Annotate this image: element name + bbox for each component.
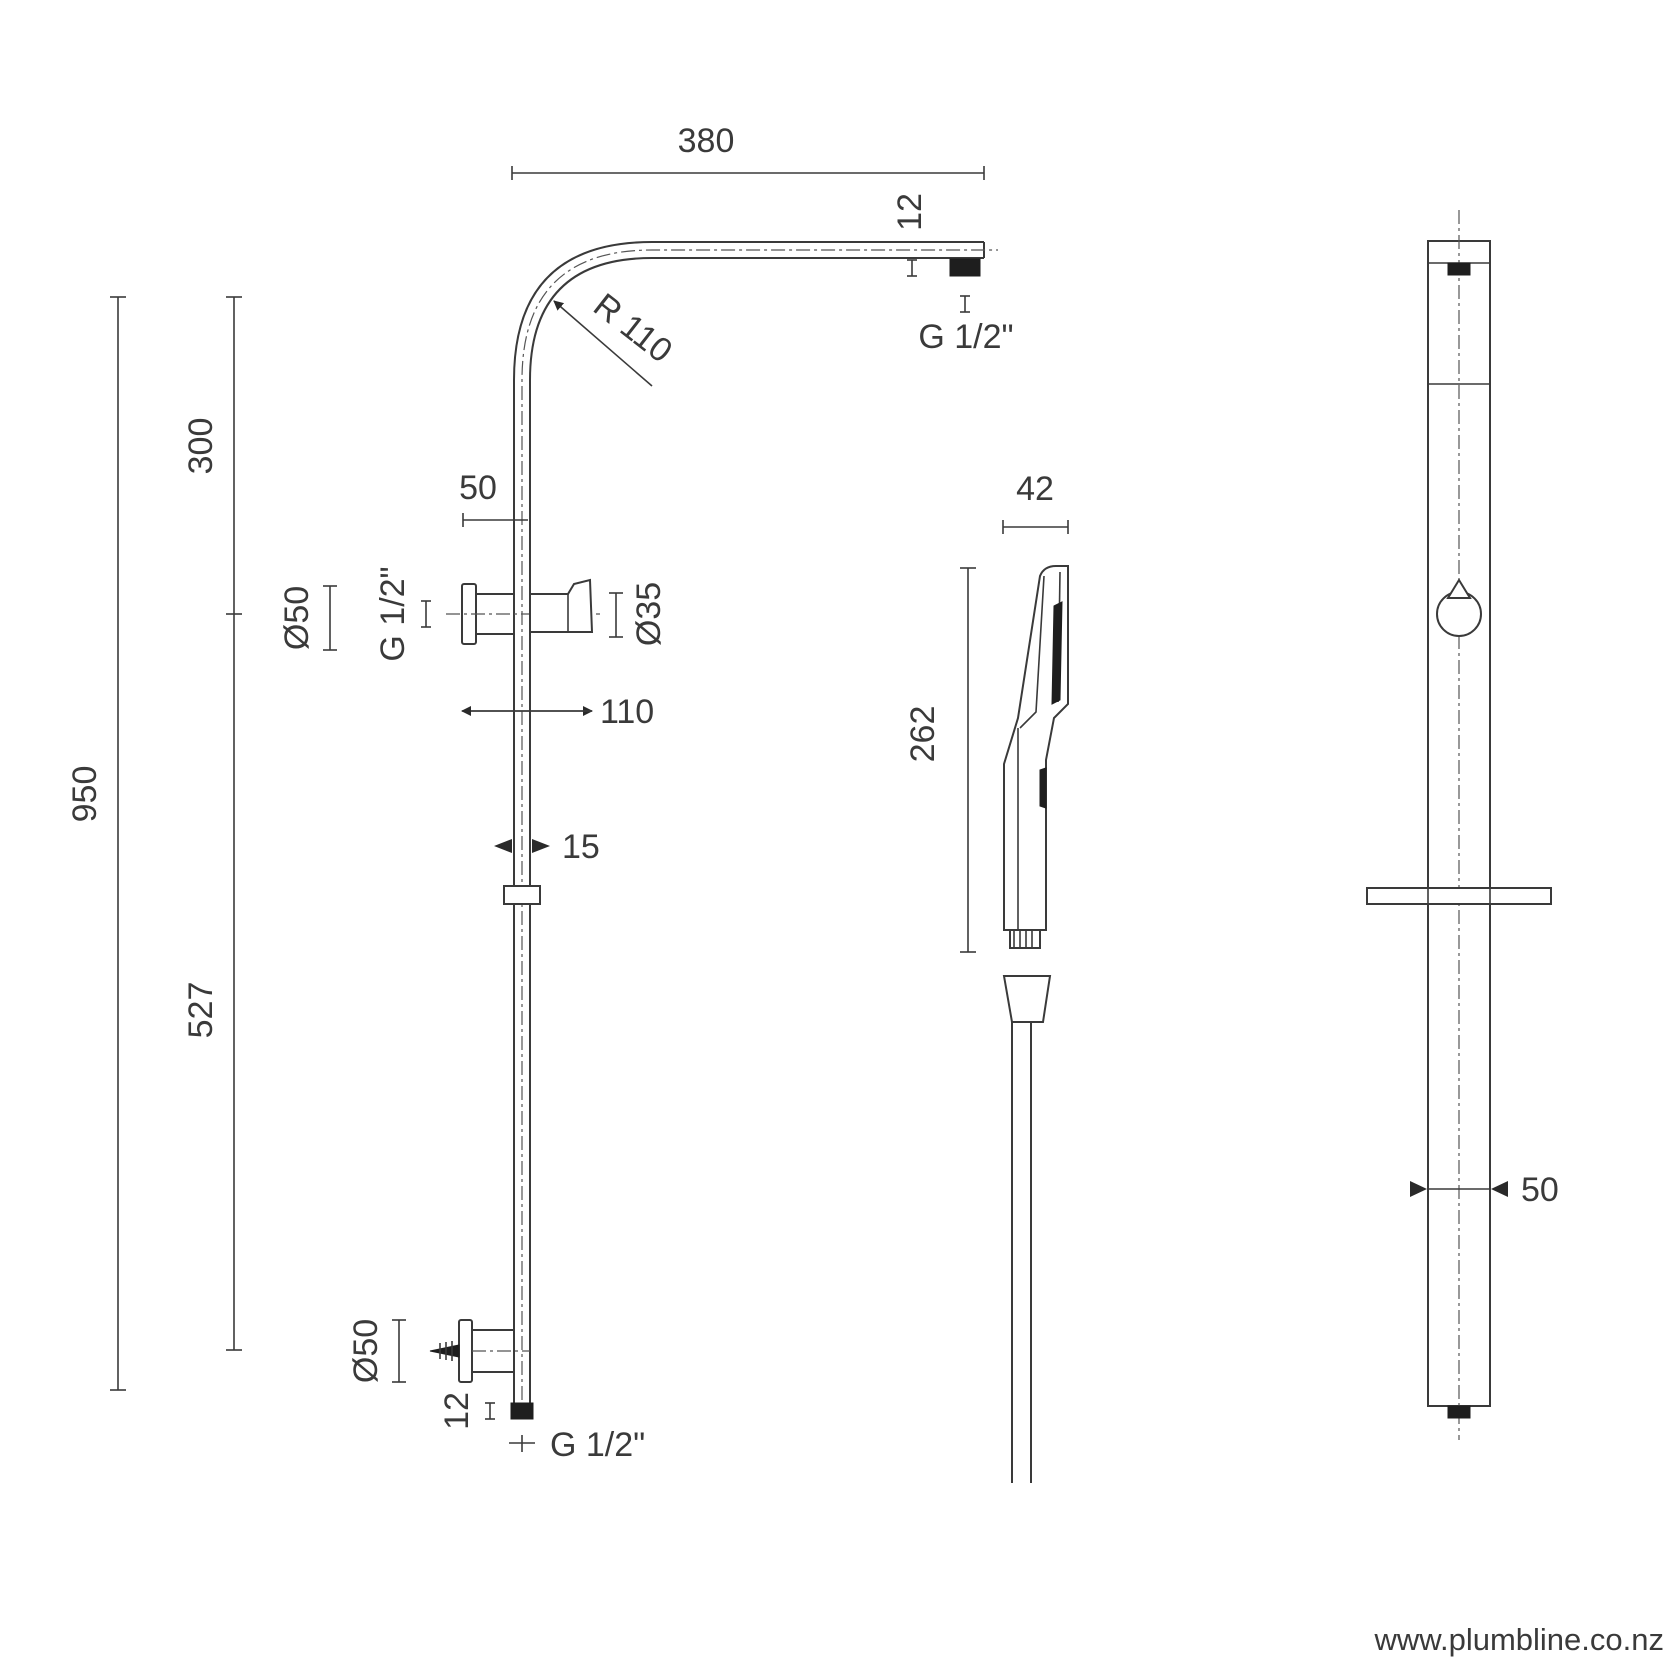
website-url: www.plumbline.co.nz (1374, 1622, 1664, 1657)
riser-pipe-outer (513, 241, 984, 1410)
spray-face (1051, 601, 1063, 705)
handset-view: 42 262 (904, 470, 1069, 1483)
arm-length-label: 380 (678, 122, 735, 160)
holder-dia-label: Ø35 (630, 582, 668, 646)
wall-plug (429, 1344, 460, 1358)
rail-front-view: 50 (1366, 210, 1559, 1440)
handset-holder (529, 578, 594, 633)
bracket-flange-dia-label: Ø50 (278, 586, 316, 650)
hose-cone (1002, 975, 1052, 1023)
outlet-height-label: 12 (891, 193, 929, 231)
adjust-range-label: 110 (600, 693, 654, 731)
bracket-thread-label: G 1/2" (374, 566, 412, 661)
bend-radius-label: R 110 (586, 286, 679, 370)
riser-dia-arrow-right (532, 839, 550, 853)
riser-centerline (521, 249, 998, 1400)
rail-width-arrow-left (1410, 1181, 1427, 1197)
rail-top-outlet (1447, 262, 1471, 276)
bottom-outlet (510, 1402, 534, 1420)
top-thread-label: G 1/2" (918, 318, 1013, 356)
rail-width-arrow-right (1491, 1181, 1508, 1197)
rail-bottom-outlet (1447, 1405, 1471, 1419)
mid-wall-bracket (446, 583, 600, 645)
riser-dia-arrow-left (494, 839, 512, 853)
base-flange-dia-label: Ø50 (347, 1319, 385, 1383)
spray-button (1039, 767, 1047, 809)
top-outlet (949, 258, 981, 277)
slider-bar (1366, 887, 1552, 905)
upper-height-label: 300 (182, 418, 220, 475)
sliding-collar (503, 885, 541, 905)
riser-pipe-inner (529, 257, 984, 1410)
lower-height-label: 527 (182, 982, 220, 1039)
overall-height-label: 950 (66, 766, 104, 823)
riser-side-view: 380 12 G 1/2" R 110 950 300 527 50 (66, 122, 1014, 1464)
base-thread-label: G 1/2" (550, 1426, 645, 1464)
radius-leader (553, 300, 653, 387)
riser-dia-label: 15 (562, 828, 600, 866)
rail-width-label: 50 (1521, 1171, 1559, 1209)
base-wall-bracket (429, 1319, 530, 1383)
handset-length-label: 262 (904, 706, 942, 763)
base-outlet-height-label: 12 (438, 1392, 476, 1430)
handset-body (1003, 565, 1069, 931)
offset-label: 50 (459, 469, 497, 507)
handset-width-label: 42 (1016, 470, 1054, 508)
